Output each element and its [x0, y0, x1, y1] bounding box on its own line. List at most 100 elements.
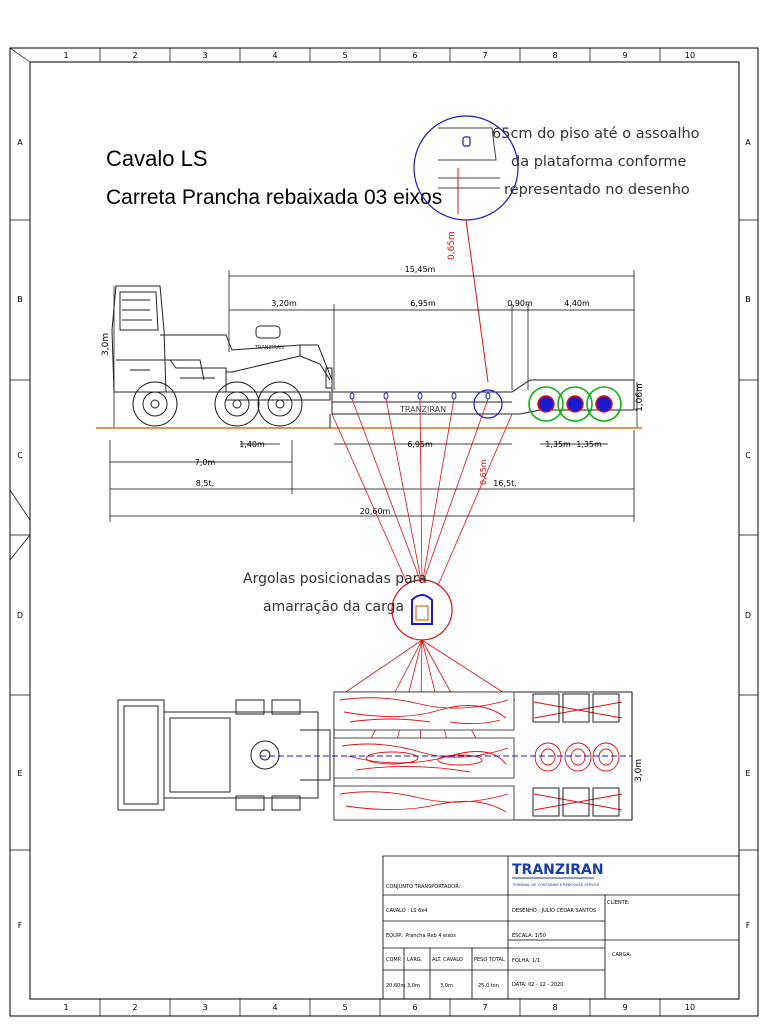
dim-0-90: 0,90m	[507, 299, 533, 308]
top-view-wheel-groups	[532, 693, 620, 817]
col-label: 6	[412, 1003, 417, 1012]
col-label: 5	[342, 51, 347, 60]
dim-3-20: 3,20m	[271, 299, 297, 308]
spec-header: ALT. CAVALO	[432, 957, 463, 963]
ring-icon	[485, 392, 491, 400]
row-label: C	[17, 451, 23, 460]
ring-icon	[349, 392, 355, 400]
trailer-side-view	[300, 344, 635, 428]
field-desenho: DESENHO : JULIO CEDAR SANTOS	[512, 908, 596, 914]
dim-1-35-a: 1,35m	[545, 440, 571, 449]
row-labels-left: A B C D E F	[17, 138, 23, 930]
platform-height-highlight	[473, 389, 503, 419]
dim-height-cab: 3,0m	[101, 333, 111, 356]
title-block-fields: CONJUNTO TRANSPORTADOR: CAVALO : LS 6x4 …	[386, 884, 632, 988]
title-line-2: Carreta Prancha rebaixada 03 eixos	[106, 186, 442, 209]
dim-7-0: 7,0m	[195, 458, 216, 467]
row-labels-right: A B C D E F	[745, 138, 751, 930]
col-label: 7	[482, 1003, 487, 1012]
field-escala: ESCALA: 1/50	[512, 933, 546, 939]
floor-note-line-3: representado no desenho	[504, 182, 690, 198]
rings-note-line-1: Argolas posicionadas para	[243, 571, 427, 587]
field-carga: CARGA:	[612, 952, 632, 958]
floor-note-line-2: da plataforma conforme	[511, 154, 687, 170]
ring-icon	[462, 136, 471, 147]
column-labels-top: 1 2 3 4 5 6 7 8 9 10	[63, 51, 695, 60]
side-view-dimension-labels: 15,45m 3,20m 6,95m 0,90m 4,40m 1,40m 6,9…	[195, 265, 602, 516]
ring-icon	[451, 392, 457, 400]
ring-detail-icon	[411, 594, 433, 625]
field-cliente: CLIENTE:	[607, 900, 630, 906]
col-label: 8	[552, 1003, 557, 1012]
col-label: 5	[342, 1003, 347, 1012]
row-label: A	[745, 138, 751, 147]
col-label: 10	[685, 1003, 695, 1012]
row-label: E	[745, 769, 750, 778]
dim-4-40: 4,40m	[564, 299, 590, 308]
ring-icon	[383, 392, 389, 400]
row-label: A	[17, 138, 23, 147]
spec-value: 20,60m	[386, 983, 405, 989]
field-equip: EQUIP.: Prancha Reb 4 eixos	[386, 933, 456, 939]
col-label: 8	[552, 51, 557, 60]
brand-subtitle: TERMINAL DE CONTAINER E REBOQUES SERVICE	[511, 883, 600, 887]
tractor-brand-label: TRANZIRAN	[254, 345, 284, 351]
col-label: 3	[202, 1003, 207, 1012]
col-label: 10	[685, 51, 695, 60]
title-line-1: Cavalo LS	[106, 146, 208, 171]
field-conjunto: CONJUNTO TRANSPORTADOR:	[386, 884, 461, 890]
field-cavalo: CAVALO : LS 6x4	[386, 908, 427, 914]
dim-overall-top: 15,45m	[405, 265, 436, 274]
col-label: 9	[622, 1003, 627, 1012]
spec-value: 3,0m	[440, 983, 453, 989]
spec-value: 3,0m	[407, 983, 420, 989]
trailer-brand-label: TRANZIRAN	[399, 405, 446, 414]
row-label: D	[17, 611, 23, 620]
col-label: 1	[63, 51, 68, 60]
outer-frame	[9, 47, 759, 1017]
row-label: B	[17, 295, 23, 304]
dim-width-top-view: 3,0m	[634, 759, 644, 782]
dim-height-rear: 1,06m	[635, 383, 645, 412]
frame-notch	[9, 47, 31, 561]
column-ticks	[10, 48, 758, 1016]
load-16-5: 16,5t.	[493, 479, 517, 488]
dim-6-95-top: 6,95m	[410, 299, 436, 308]
field-data: DATA: 02 - 12 - 2020	[512, 982, 563, 988]
col-label: 3	[202, 51, 207, 60]
title-block-spec-table: COMP. LARG. ALT. CAVALO PESO TOTAL 20,60…	[386, 957, 505, 989]
floor-note-line-1: 65cm do piso até o assoalho	[492, 126, 700, 142]
title-block-grid	[382, 855, 740, 1000]
col-label: 4	[272, 51, 277, 60]
rings-callout-lines-upper	[331, 398, 513, 591]
spec-header: COMP.	[386, 957, 402, 963]
platform-height-side-label: 0,65m	[479, 459, 488, 485]
tractor-top-view	[117, 699, 331, 811]
row-label: C	[745, 451, 751, 460]
spec-header: PESO TOTAL	[474, 957, 505, 963]
dim-1-35-b: 1,35m	[576, 440, 602, 449]
rings-note-line-2: amarração da carga	[263, 599, 404, 615]
wood-grain-pattern	[339, 697, 509, 813]
platform-height-detail-label: 0,65m	[447, 231, 457, 260]
row-label: E	[17, 769, 22, 778]
detail-leader-line	[465, 219, 489, 383]
column-labels-bottom: 1 2 3 4 5 6 7 8 9 10	[63, 1003, 695, 1012]
row-label: F	[18, 921, 23, 930]
col-label: 9	[622, 51, 627, 60]
ring-icon	[417, 392, 423, 400]
row-label: D	[745, 611, 751, 620]
col-label: 2	[132, 51, 137, 60]
tractor-side-view	[111, 285, 331, 427]
brand-name: TRANZIRAN	[512, 862, 604, 878]
trailer-axles	[528, 386, 622, 422]
spec-value: 25,0 ton	[478, 983, 499, 989]
col-label: 4	[272, 1003, 277, 1012]
side-view-dimension-lines	[109, 270, 638, 522]
trailer-top-view	[260, 691, 633, 821]
col-label: 1	[63, 1003, 68, 1012]
col-label: 7	[482, 51, 487, 60]
ring-detail-inner	[415, 605, 429, 621]
col-label: 2	[132, 1003, 137, 1012]
